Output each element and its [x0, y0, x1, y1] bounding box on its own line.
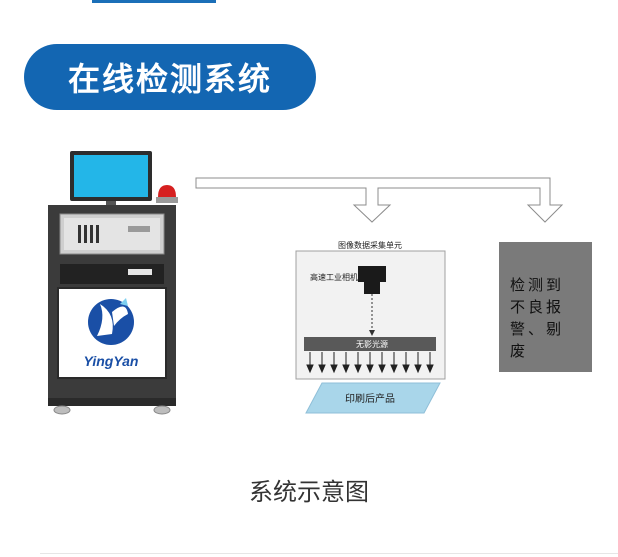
light-source-bar: [304, 337, 436, 351]
rack-vent-icon: [78, 225, 99, 243]
diagram-caption: 系统示意图: [249, 478, 369, 506]
acquisition-unit: 图像数据采集单元 高速工业相机 无影光源 印刷后产品: [295, 240, 446, 414]
alarm-line-4: 废: [510, 342, 528, 360]
light-source-label: 无影光源: [356, 339, 388, 349]
light-rays: [306, 352, 434, 374]
camera-icon: [358, 266, 386, 294]
alarm-reject-box: 检测到 不良报 警、剔 废: [499, 242, 592, 372]
yingyan-logo-icon: [88, 298, 134, 345]
alarm-line-3: 警、剔: [510, 320, 564, 338]
caster-wheel-icon: [53, 405, 171, 415]
printed-product-label: 印刷后产品: [345, 392, 395, 405]
printed-product-plate: [305, 382, 441, 414]
top-accent-rule: [92, 0, 216, 3]
monitor-icon: [70, 151, 152, 209]
alarm-line-1: 检测到: [510, 276, 564, 294]
camera-label: 高速工业相机: [310, 272, 358, 282]
inspection-machine: YingYan: [48, 151, 178, 415]
bottom-divider: [40, 553, 618, 554]
warning-lamp-icon: [156, 185, 178, 203]
signal-pipe: [195, 177, 564, 223]
machine-logo-text: YingYan: [84, 353, 139, 369]
section-title: 在线检测系统: [67, 60, 272, 98]
section-title-pill: 在线检测系统: [24, 44, 316, 110]
alarm-line-2: 不良报: [510, 298, 564, 316]
acquisition-unit-title: 图像数据采集单元: [338, 240, 402, 250]
